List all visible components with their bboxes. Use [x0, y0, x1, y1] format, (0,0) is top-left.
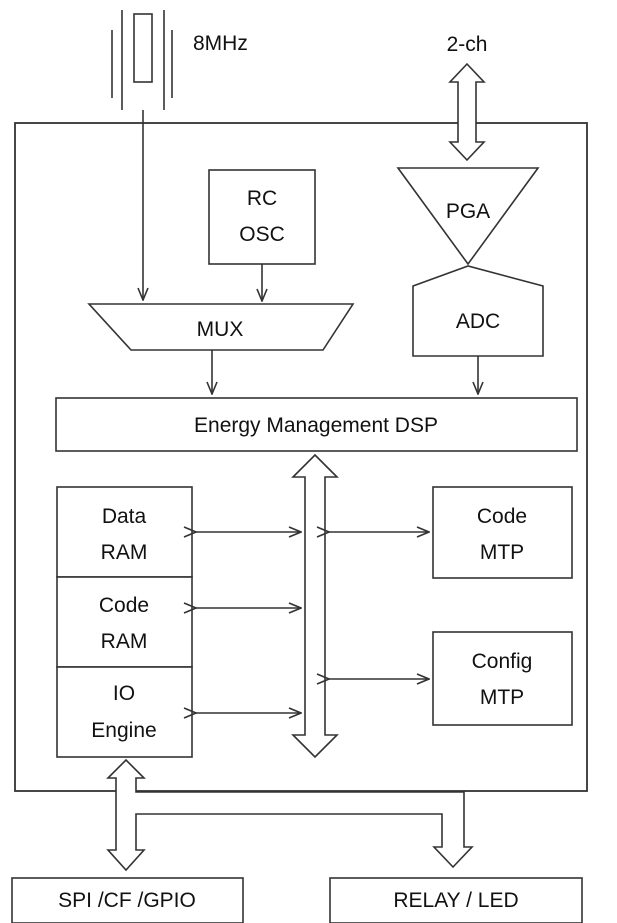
- config-mtp-label-line2: MTP: [480, 686, 524, 709]
- adc-label: ADC: [456, 310, 500, 333]
- input-bus-arrow: [448, 62, 486, 162]
- relay-led-block: [329, 877, 583, 923]
- config-mtp-label-line1: Config: [472, 650, 533, 673]
- io-engine-label-line2: Engine: [91, 719, 156, 742]
- code-mtp-label-line2: MTP: [480, 541, 524, 564]
- io-engine-label-line1: IO: [113, 682, 135, 705]
- relay-led-label: RELAY / LED: [393, 889, 518, 912]
- internal-bus-arrow: [291, 453, 339, 759]
- pga-amplifier: [396, 167, 540, 266]
- data-ram-label-line2: RAM: [101, 541, 148, 564]
- crystal-oscillator-icon: [111, 10, 173, 300]
- input-channel-label: 2-ch: [447, 33, 488, 56]
- crystal-frequency-label: 8MHz: [193, 32, 248, 55]
- chip-outline: [14, 122, 588, 792]
- code-mtp-block: [432, 486, 573, 579]
- dsp-label: Energy Management DSP: [194, 414, 438, 437]
- mux-label: MUX: [197, 318, 244, 341]
- rc-osc-label-line1: RC: [247, 187, 277, 210]
- spi-cf-gpio-label: SPI /CF /GPIO: [58, 889, 196, 912]
- external-bus-arrow: [106, 758, 474, 872]
- code-ram-label-line2: RAM: [101, 630, 148, 653]
- mux-block: [87, 303, 355, 351]
- spi-cf-gpio-block: [11, 877, 244, 923]
- data-ram-label-line1: Data: [102, 505, 147, 528]
- pga-label: PGA: [446, 200, 490, 223]
- rc-osc-label-line2: OSC: [239, 223, 285, 246]
- rc-osc-block: [208, 169, 316, 265]
- io-engine-block: [56, 666, 193, 758]
- dsp-block: [55, 397, 578, 452]
- code-ram-label-line1: Code: [99, 594, 149, 617]
- config-mtp-block: [432, 631, 573, 726]
- code-ram-block: [56, 576, 193, 668]
- adc-block: [412, 265, 544, 357]
- code-mtp-label-line1: Code: [477, 505, 527, 528]
